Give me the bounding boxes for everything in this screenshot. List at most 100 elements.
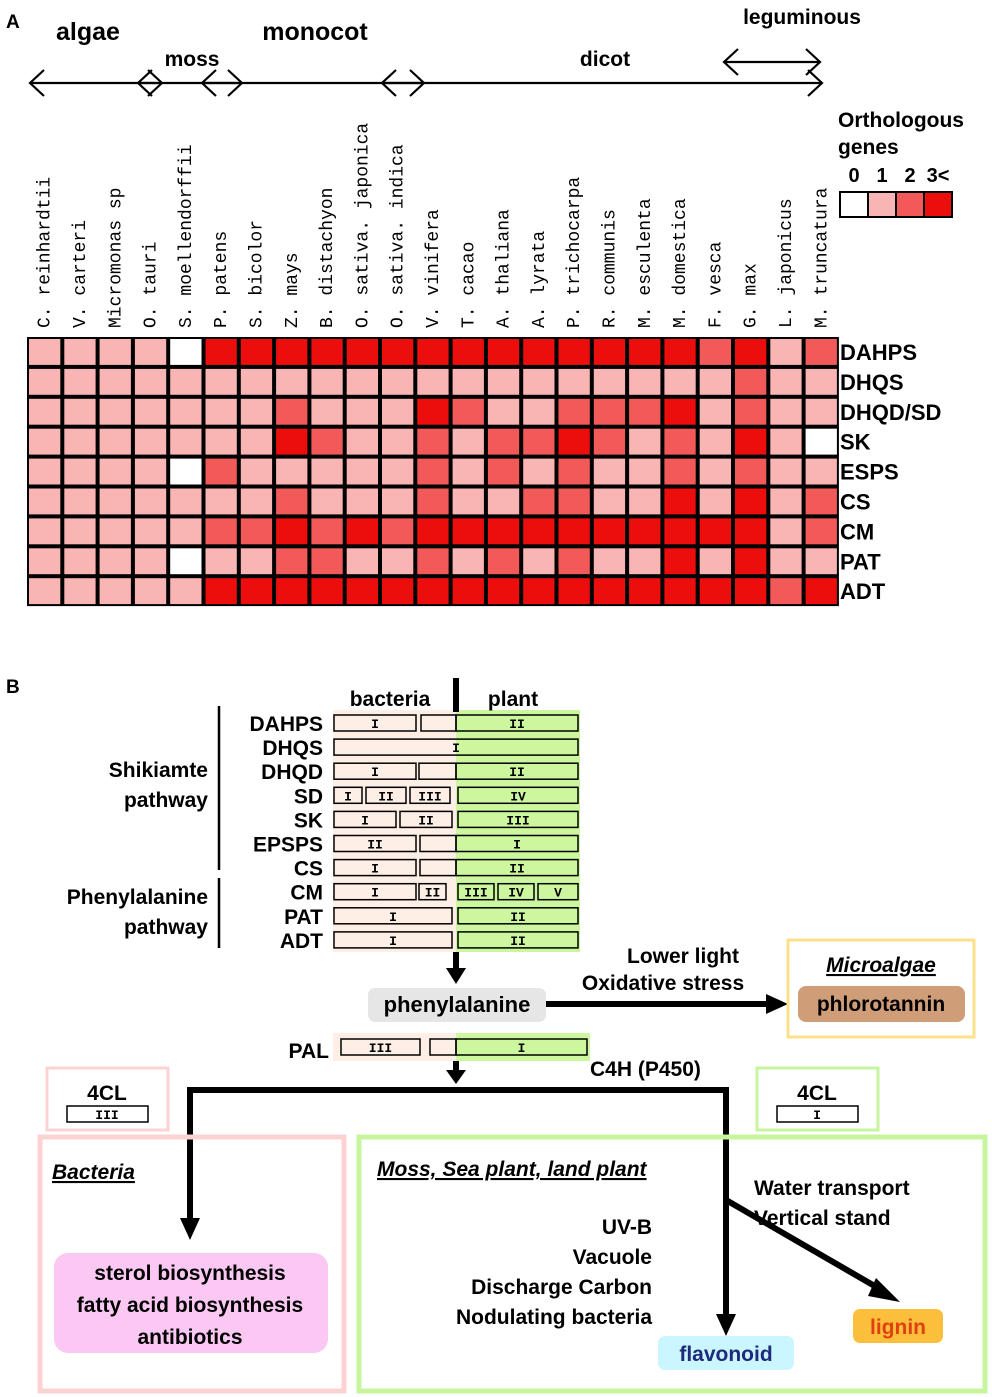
- species-label: M. esculenta: [636, 198, 656, 328]
- heatmap-cell: [205, 398, 237, 425]
- enzyme-label: ADT: [280, 930, 323, 953]
- heatmap-cell: [240, 488, 273, 515]
- heatmap-cell: [523, 428, 555, 455]
- enzyme-segment: [333, 907, 453, 925]
- heatmap-cell: [629, 458, 661, 485]
- heatmap-cell: [170, 368, 202, 395]
- legend-title-line2: genes: [838, 136, 899, 159]
- heatmap-cell: [170, 488, 202, 515]
- heatmap-cell: [64, 339, 96, 365]
- enzyme-segment-label: V: [554, 886, 562, 901]
- heatmap-cell: [735, 339, 767, 365]
- species-label: M. domestica: [671, 198, 691, 328]
- heatmap-cell: [523, 578, 555, 605]
- arrow-to-phenylalanine-head: [446, 968, 466, 984]
- heatmap-cell: [240, 428, 273, 455]
- species-label: G. max: [742, 263, 762, 328]
- heatmap-cell: [276, 428, 308, 455]
- heatmap-cell: [735, 578, 767, 605]
- heatmap-cell: [417, 339, 449, 365]
- heatmap-cell: [523, 398, 555, 425]
- enzyme-segment-label: II: [378, 789, 394, 804]
- species-label: V. carteri: [71, 220, 91, 328]
- dicot-arrow-heads: [380, 69, 824, 97]
- heatmap-cell: [629, 339, 661, 365]
- heatmap-cell: [99, 398, 131, 425]
- heatmap-cell: [487, 458, 520, 485]
- heatmap-cell: [593, 368, 626, 395]
- heatmap-cell: [276, 398, 308, 425]
- enzyme-segment: [333, 834, 417, 853]
- heatmap-cell: [311, 398, 343, 425]
- heatmap-cell: [346, 548, 378, 575]
- heatmap-cell: [699, 548, 731, 575]
- heatmap-cell: [593, 518, 626, 545]
- enzyme-segment: [537, 882, 579, 901]
- heatmap-cell: [346, 458, 378, 485]
- gene-label: CM: [840, 519, 874, 544]
- heatmap-cell: [735, 488, 767, 515]
- plant-function: Discharge Carbon: [471, 1276, 652, 1299]
- heatmap-cell: [382, 578, 414, 605]
- heatmap-cell: [523, 548, 555, 575]
- heatmap-cell: [29, 368, 61, 395]
- enzyme-label: DAHPS: [249, 713, 323, 736]
- heatmap-cell: [205, 548, 237, 575]
- heatmap-cell: [417, 428, 449, 455]
- heatmap-cell: [134, 428, 167, 455]
- heatmap-cell: [382, 368, 414, 395]
- enzyme-label: EPSPS: [253, 834, 323, 857]
- heatmap-cell: [735, 398, 767, 425]
- heatmap-cell: [276, 488, 308, 515]
- species-label: P. trichocarpa: [565, 177, 585, 328]
- group-label-dicot: dicot: [580, 48, 630, 71]
- enzyme-segment-label: I: [361, 813, 369, 828]
- heatmap-cell: [64, 518, 96, 545]
- legend-label-0: 0: [848, 165, 859, 187]
- species-label: F. vesca: [706, 241, 726, 328]
- heatmap-cell: [382, 548, 414, 575]
- heatmap-cell: [699, 458, 731, 485]
- heatmap-cell: [593, 578, 626, 605]
- gene-label: PAT: [840, 549, 881, 574]
- gene-label: CS: [840, 489, 871, 514]
- pal-segment-label: III: [369, 1041, 392, 1056]
- heatmap-cell: [99, 339, 131, 365]
- heatmap-cell: [558, 339, 590, 365]
- enzyme-label: CM: [290, 882, 323, 905]
- plant-function: Vacuole: [573, 1246, 652, 1269]
- pal-bacteria-background: [333, 1033, 456, 1061]
- heatmap-cell: [805, 458, 837, 485]
- lignin-box: [853, 1309, 943, 1343]
- heatmap-cell: [311, 548, 343, 575]
- heatmap-cell: [417, 548, 449, 575]
- bacteria-product: fatty acid biosynthesis: [77, 1294, 303, 1317]
- heatmap-cell: [29, 428, 61, 455]
- heatmap-cell: [417, 398, 449, 425]
- heatmap-cell: [487, 518, 520, 545]
- heatmap-cell: [452, 368, 484, 395]
- right-4cl-label: 4CL: [797, 1082, 837, 1105]
- heatmap-cell: [276, 458, 308, 485]
- heatmap-cell: [593, 398, 626, 425]
- heatmap-cell: [417, 458, 449, 485]
- species-label: M. truncatura: [812, 187, 832, 328]
- panel-a-label: A: [6, 12, 20, 33]
- species-label: P. patens: [212, 231, 232, 328]
- legend-title-line1: Orthologous: [838, 109, 964, 132]
- heatmap-cell: [29, 518, 61, 545]
- pal-segment: [455, 1038, 588, 1056]
- enzyme-segment: [455, 858, 579, 877]
- heatmap-cell: [417, 488, 449, 515]
- right-4cl-segment: [776, 1105, 859, 1123]
- heatmap-cell: [205, 428, 237, 455]
- heatmap-cell: [64, 428, 96, 455]
- left-4cl-box: [45, 1066, 170, 1132]
- heatmap-cell: [699, 488, 731, 515]
- enzyme-segment: [333, 738, 579, 756]
- lignin-function: Water transport: [754, 1177, 910, 1200]
- heatmap-cell: [593, 458, 626, 485]
